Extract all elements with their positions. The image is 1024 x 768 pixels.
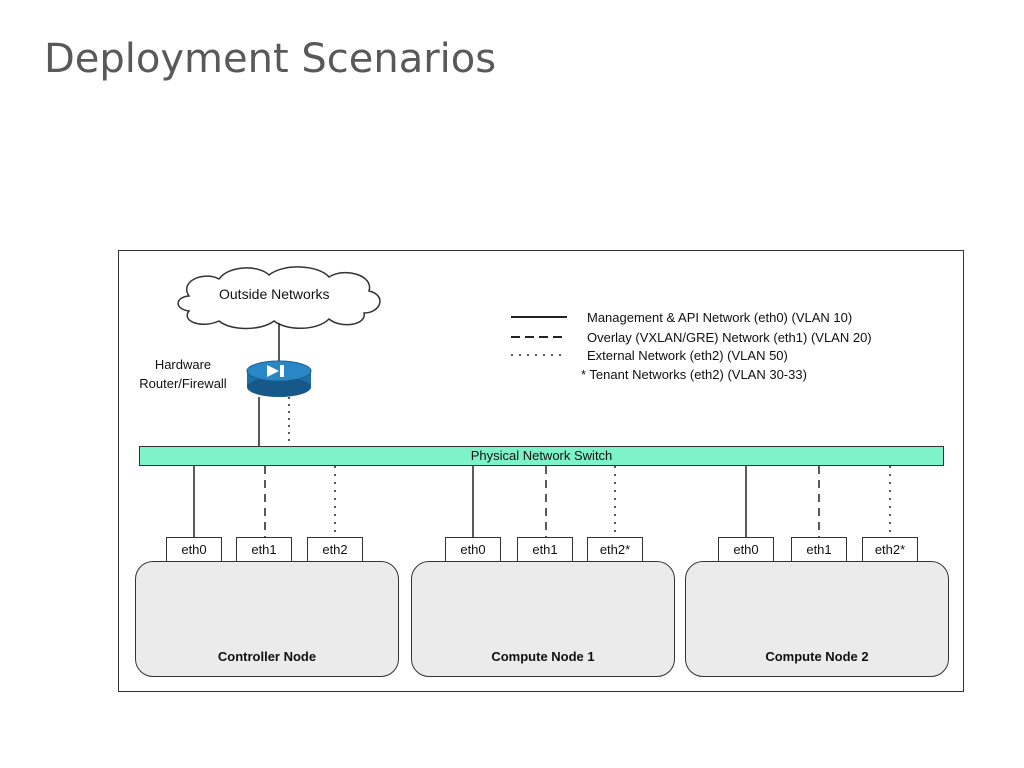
- legend-item-management: Management & API Network (eth0) (VLAN 10…: [587, 310, 853, 325]
- router-label: Hardware Router/Firewall: [139, 357, 227, 391]
- outside-networks-label: Outside Networks: [219, 286, 330, 302]
- port-eth2: eth2*: [862, 537, 918, 563]
- diagram-lines: [177, 266, 891, 537]
- port-eth1: eth1: [517, 537, 573, 563]
- legend-item-tenant: * Tenant Networks (eth2) (VLAN 30-33): [581, 367, 807, 382]
- slide-title: Deployment Scenarios: [44, 36, 497, 82]
- legend-item-external: External Network (eth2) (VLAN 50): [587, 348, 788, 363]
- physical-network-switch: Physical Network Switch: [139, 446, 944, 466]
- compute-node-2: Compute Node 2: [685, 561, 949, 677]
- port-eth2: eth2*: [587, 537, 643, 563]
- network-diagram: Outside Networks Hardware Router/Firewal…: [118, 250, 964, 692]
- node-label: Controller Node: [217, 649, 317, 664]
- controller-node: Controller Node: [135, 561, 399, 677]
- port-eth2: eth2: [307, 537, 363, 563]
- port-eth1: eth1: [236, 537, 292, 563]
- compute-node-1: Compute Node 1: [411, 561, 675, 677]
- port-eth0: eth0: [445, 537, 501, 563]
- port-eth0: eth0: [166, 537, 222, 563]
- cloud-icon: [177, 266, 381, 330]
- port-eth0: eth0: [718, 537, 774, 563]
- node-label: Compute Node 1: [491, 649, 595, 664]
- port-eth1: eth1: [791, 537, 847, 563]
- node-label: Compute Node 2: [765, 649, 869, 664]
- legend-item-overlay: Overlay (VXLAN/GRE) Network (eth1) (VLAN…: [587, 330, 872, 345]
- router-icon: [246, 360, 312, 397]
